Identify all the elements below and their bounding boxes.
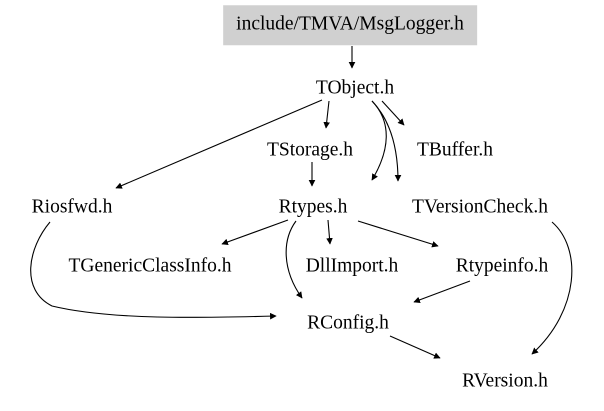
node-rtypeinfo[interactable]: Rtypeinfo.h [455, 255, 549, 277]
edge-tversioncheck-to-rversion [531, 221, 573, 355]
node-rconfig[interactable]: RConfig.h [307, 312, 389, 334]
node-msglogger[interactable]: include/TMVA/MsgLogger.h [223, 5, 477, 45]
node-rversion[interactable]: RVersion.h [462, 370, 548, 392]
edge-tobject-to-tbuffer [381, 100, 405, 126]
edge-rtypes-to-tgenericclassinfo [221, 219, 289, 246]
node-riosfwd[interactable]: Riosfwd.h [31, 196, 113, 218]
edge-rtypes-to-dllimport [326, 219, 333, 245]
node-tversioncheck[interactable]: TVersionCheck.h [412, 196, 548, 218]
edge-rtypes-to-rtypeinfo [357, 220, 439, 248]
node-dllimport[interactable]: DllImport.h [305, 255, 399, 277]
edge-tobject-to-tstorage [323, 100, 330, 129]
edge-tobject-to-rtypes [371, 100, 387, 181]
node-tstorage[interactable]: TStorage.h [266, 139, 354, 161]
edge-tobject-to-riosfwd [115, 99, 323, 189]
node-rtypes[interactable]: Rtypes.h [278, 196, 348, 218]
node-tobject[interactable]: TObject.h [315, 77, 395, 99]
edge-rtypes-to-rconfig [285, 220, 303, 299]
edge-rconfig-to-rversion [389, 335, 441, 359]
edge-riosfwd-to-rconfig [30, 221, 277, 320]
edge-rtypeinfo-to-rconfig [413, 280, 471, 304]
node-tbuffer[interactable]: TBuffer.h [416, 139, 494, 161]
node-tgenericclassinfo[interactable]: TGenericClassInfo.h [68, 255, 232, 277]
edge-tobject-to-tversioncheck [371, 100, 402, 182]
